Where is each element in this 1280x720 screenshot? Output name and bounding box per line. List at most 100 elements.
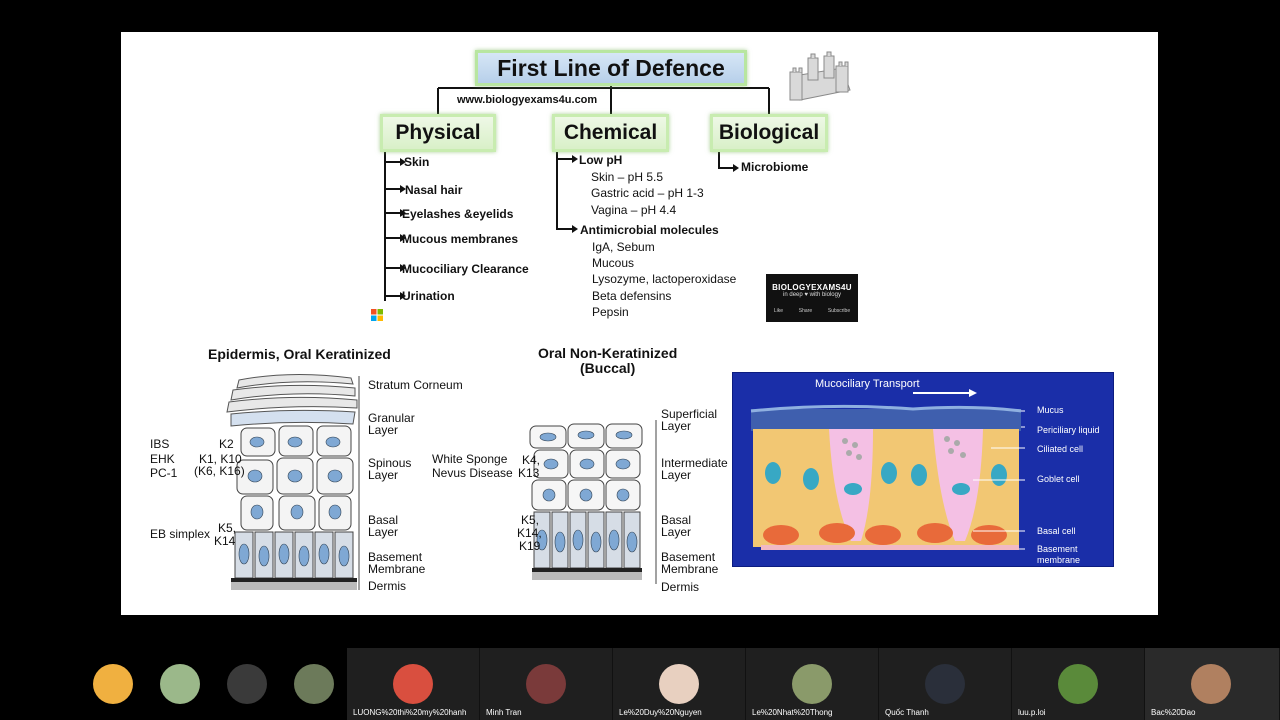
panel-label: Goblet cell	[1037, 474, 1080, 484]
keratin-label: K5,	[218, 521, 237, 535]
layer-label: Spinous Layer	[368, 456, 412, 482]
participant-tile[interactable]: Le%20Nhat%20Thong	[746, 648, 879, 720]
physical-item: Mucous membranes	[402, 232, 519, 246]
participant-tile[interactable]: LUONG%20thi%20my%20hanh	[347, 648, 480, 720]
disease-label: EB simplex	[150, 527, 211, 541]
antimicrobial-item: Mucous	[592, 256, 635, 270]
mucociliary-title: Mucociliary Transport	[815, 378, 920, 390]
biological-item: Microbiome	[741, 160, 809, 174]
low-ph-item: Skin – pH 5.5	[591, 170, 664, 184]
category-biological: Biological	[710, 114, 828, 152]
participant-tile[interactable]: Minh Tran	[480, 648, 613, 720]
disease-label: White Sponge	[432, 452, 508, 466]
participant-name: Quốc Thanh	[885, 708, 929, 717]
keratin-label: K14,	[517, 526, 542, 540]
participant-avatar	[1058, 664, 1098, 704]
layer-label: Dermis	[368, 579, 406, 593]
participant-name: Minh Tran	[486, 708, 522, 717]
participant-tile[interactable]: Le%20Duy%20Nguyen	[613, 648, 746, 720]
low-ph-item: Gastric acid – pH 1-3	[591, 186, 704, 200]
layer-label: Superficial Layer	[661, 407, 718, 433]
participant-tile[interactable]: luu.p.loi	[1012, 648, 1145, 720]
mucociliary-illustration	[750, 389, 1025, 550]
participant-tile[interactable]: Quốc Thanh	[879, 648, 1012, 720]
logo-subscribe-label: Subscribe	[827, 308, 851, 314]
participant-avatar	[792, 664, 832, 704]
keratinized-epithelium-illustration	[226, 373, 360, 590]
channel-logo: BIOLOGYEXAMS4U in deep ♥ with biology Li…	[766, 274, 858, 322]
antimicrobial-item: Pepsin	[592, 305, 629, 319]
participant-name: luu.p.loi	[1018, 708, 1046, 717]
physical-item: Urination	[402, 289, 455, 303]
keratin-label: K13	[518, 466, 540, 480]
layer-label: Basement Membrane	[368, 550, 426, 576]
disease-label: PC-1	[150, 466, 178, 480]
physical-item: Nasal hair	[405, 183, 463, 197]
category-physical: Physical	[380, 114, 496, 152]
participant-avatar	[393, 664, 433, 704]
participant-name: Bac%20Dao	[1151, 708, 1196, 717]
participant-avatar[interactable]	[160, 664, 200, 704]
keratin-label: K19	[519, 539, 541, 553]
keratin-label: K5,	[521, 513, 540, 527]
keratin-label: K2	[219, 437, 234, 451]
chemical-low-ph: Low pH	[579, 153, 623, 167]
castle-icon	[789, 51, 851, 101]
participant-avatar	[1191, 664, 1231, 704]
antimicrobial-item: Lysozyme, lactoperoxidase	[592, 272, 737, 286]
layer-label: Stratum Corneum	[368, 378, 463, 392]
physical-item: Mucociliary Clearance	[402, 262, 529, 276]
participant-avatar	[659, 664, 699, 704]
buccal-diagram-title: Oral Non-Keratinized (Buccal)	[538, 346, 677, 376]
buccal-title-line1: Oral Non-Keratinized	[538, 345, 678, 361]
logo-like-label: Like	[773, 308, 784, 314]
panel-label: Basal cell	[1037, 526, 1076, 536]
physical-item: Eyelashes &eyelids	[402, 207, 514, 221]
keratin-label: (K6, K16)	[194, 464, 245, 478]
low-ph-item: Vagina – pH 4.4	[591, 203, 677, 217]
layer-label: Granular Layer	[368, 411, 415, 437]
logo-tagline: in deep ♥ with biology	[783, 292, 841, 298]
chemical-antimicrobial: Antimicrobial molecules	[580, 223, 719, 237]
layer-label: Basal Layer	[368, 513, 399, 539]
physical-item: Skin	[404, 155, 430, 169]
panel-label: Basement membrane	[1037, 544, 1081, 565]
layer-label: Basal Layer	[661, 513, 692, 539]
layer-label: Dermis	[661, 580, 699, 594]
participant-name: Le%20Nhat%20Thong	[752, 708, 833, 717]
keratin-label: K14	[214, 534, 236, 548]
panel-label: Mucus	[1037, 405, 1064, 415]
participant-strip: LUONG%20thi%20my%20hanh Minh Tran Le%20D…	[0, 648, 1280, 720]
participant-avatar	[526, 664, 566, 704]
mucociliary-transport-panel: Mucociliary Transport Mucus Periciliary …	[732, 372, 1114, 567]
participant-avatar[interactable]	[227, 664, 267, 704]
participant-tile[interactable]: Bac%20Dao	[1145, 648, 1280, 720]
non-keratinized-epithelium-illustration	[529, 420, 657, 584]
logo-brand: BIOLOGYEXAMS4U	[772, 283, 852, 292]
antimicrobial-item: Beta defensins	[592, 289, 672, 303]
category-chemical: Chemical	[552, 114, 669, 152]
panel-label: Periciliary liquid	[1037, 425, 1100, 435]
website-url: www.biologyexams4u.com	[457, 94, 598, 106]
antimicrobial-item: IgA, Sebum	[592, 240, 655, 254]
keratin-label: K4,	[522, 453, 541, 467]
layer-label: Basement Membrane	[661, 550, 719, 576]
disease-label: Nevus Disease	[432, 466, 513, 480]
disease-label: EHK	[150, 452, 175, 466]
shared-slide: First Line of Defence www.biologyexams4u…	[121, 32, 1158, 615]
disease-label: IBS	[150, 437, 170, 451]
participant-name: LUONG%20thi%20my%20hanh	[353, 708, 467, 717]
participant-avatar[interactable]	[93, 664, 133, 704]
windows-logo-icon	[371, 309, 383, 321]
epidermis-diagram-title: Epidermis, Oral Keratinized	[208, 346, 391, 362]
keratin-label: K1, K10	[199, 452, 242, 466]
slide-title: First Line of Defence	[475, 50, 747, 86]
tree-connectors	[384, 86, 770, 301]
logo-share-label: Share	[798, 308, 813, 314]
panel-label: Ciliated cell	[1037, 444, 1084, 454]
participant-avatar[interactable]	[294, 664, 334, 704]
layer-label: Intermediate Layer	[661, 456, 728, 482]
participant-avatar	[925, 664, 965, 704]
participant-name: Le%20Duy%20Nguyen	[619, 708, 702, 717]
